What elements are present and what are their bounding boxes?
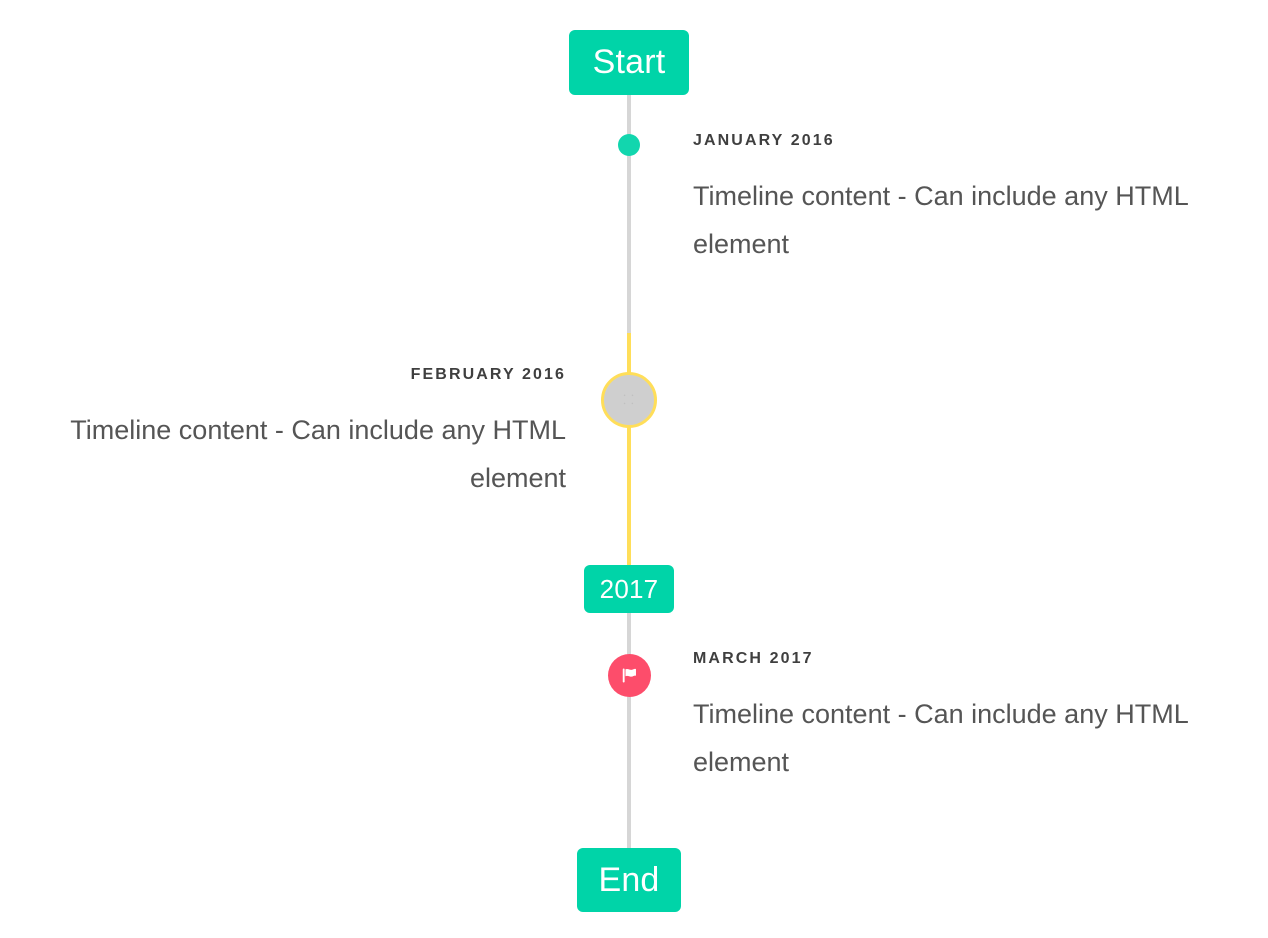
timeline-start-badge[interactable]: Start (569, 30, 689, 95)
timeline-entry-body: Timeline content - Can include any HTML … (70, 415, 566, 494)
timeline-entry-march: MARCH 2017 Timeline content - Can includ… (693, 649, 1238, 786)
timeline-end-label: End (598, 860, 660, 899)
timeline-start-label: Start (592, 43, 666, 81)
timeline-entry-date: FEBRUARY 2016 (410, 366, 566, 383)
timeline-marker-february-ring[interactable]: ⸬ (601, 372, 657, 428)
timeline-entry-body: Timeline content - Can include any HTML … (693, 699, 1188, 778)
timeline-entry-january: JANUARY 2016 Timeline content - Can incl… (693, 131, 1238, 268)
flag-icon (622, 668, 636, 683)
timeline-entry-february: FEBRUARY 2016 Timeline content - Can inc… (22, 365, 566, 502)
timeline-year-label: 2017 (599, 573, 659, 604)
timeline-line-segment-top (627, 95, 631, 333)
timeline-entry-date: MARCH 2017 (693, 650, 814, 667)
timeline-year-badge[interactable]: 2017 (584, 565, 674, 613)
timeline-end-badge[interactable]: End (577, 848, 681, 912)
timeline-marker-january-dot-icon[interactable] (618, 134, 640, 156)
timeline-entry-date: JANUARY 2016 (693, 132, 835, 149)
timeline-marker-march-flag[interactable] (608, 654, 651, 697)
timeline-line-segment-highlighted (627, 333, 631, 565)
timeline-entry-body: Timeline content - Can include any HTML … (693, 181, 1188, 260)
timeline-line-segment-bottom (627, 613, 631, 853)
placeholder-glyph-icon: ⸬ (623, 392, 635, 408)
